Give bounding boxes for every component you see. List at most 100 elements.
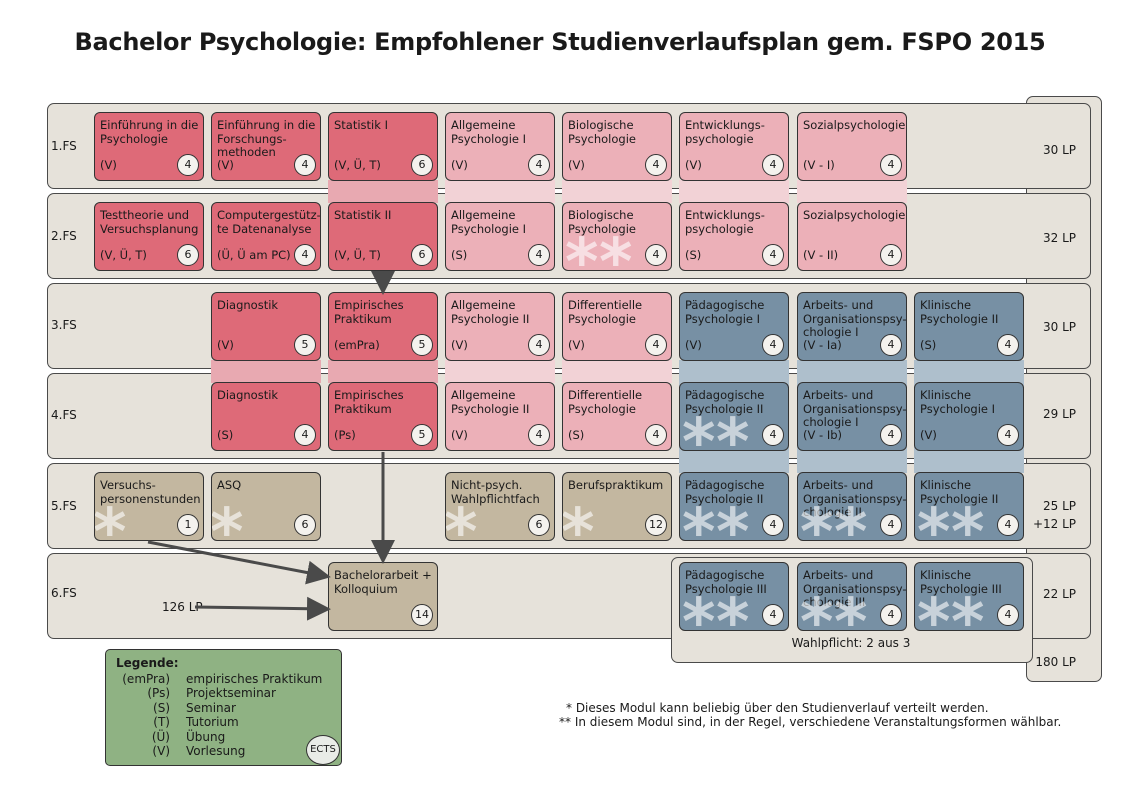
module-format: (S) [685, 248, 702, 262]
module-title: Differentielle Psychologie [568, 298, 643, 326]
ects-badge: 4 [880, 424, 902, 446]
module-title: Arbeits- und Organisationspsy- chologie … [803, 478, 907, 519]
ects-badge: 6 [528, 514, 550, 536]
module-title: Klinische Psychologie III [920, 568, 1002, 596]
ects-badge: 4 [762, 604, 784, 626]
semester-lp-1: 30 LP [1042, 143, 1076, 157]
module-title: Arbeits- und Organisationspsy- chologie … [803, 388, 907, 429]
ects-badge: 6 [294, 514, 316, 536]
module-format: (Ü, Ü am PC) [217, 248, 291, 262]
module-format: (V - II) [803, 248, 839, 262]
ects-badge: 4 [645, 334, 667, 356]
module-title: Sozialpsychologie [803, 118, 906, 132]
module-title: Bachelorarbeit + Kolloquium [334, 568, 432, 596]
module-title: Pädagogische Psychologie II [685, 478, 765, 506]
module-format: (V) [920, 428, 937, 442]
module-format: (V) [451, 158, 468, 172]
ects-badge: 4 [997, 424, 1019, 446]
semester-label-5: 5.FS [51, 499, 77, 513]
ects-badge: 4 [294, 424, 316, 446]
ects-badge: 4 [880, 244, 902, 266]
semester-lp-4: 29 LP [1042, 407, 1076, 421]
module-format: (V - Ib) [803, 428, 842, 442]
input-lp-label: 126 LP [162, 600, 203, 614]
module-title: Klinische Psychologie I [920, 388, 996, 416]
ects-badge: 5 [411, 424, 433, 446]
module-card: Testtheorie und Versuchsplanung (V, Ü, T… [94, 202, 204, 271]
module-title: Versuchs- personenstunden [100, 478, 201, 506]
module-title: Biologische Psychologie [568, 208, 636, 236]
arrow-lp-to-bachelorarbeit [194, 596, 331, 621]
semester-lp-6: 22 LP [1042, 587, 1076, 601]
semester-label-1: 1.FS [51, 139, 77, 153]
ects-badge: 5 [411, 334, 433, 356]
ects-badge: 4 [528, 334, 550, 356]
module-format: (V) [217, 338, 234, 352]
footnote-double-asterisk: ** In diesem Modul sind, in der Regel, v… [559, 715, 1062, 729]
module-title: Pädagogische Psychologie I [685, 298, 765, 326]
arrow-vpstunden-to-bachelorarbeit [147, 540, 331, 585]
module-card: Diagnostik (V) 5 [211, 292, 321, 361]
module-title: Statistik I [334, 118, 388, 132]
module-format: (S) [920, 338, 937, 352]
ects-badge: 6 [411, 244, 433, 266]
module-title: Klinische Psychologie II [920, 478, 999, 506]
module-card: Sozialpsychologie (V - II) 4 [797, 202, 907, 271]
module-card: Entwicklungs- psychologie (V) 4 [679, 112, 789, 181]
module-format: (V, Ü, T) [334, 248, 381, 262]
ects-legend-badge: ECTS [306, 735, 340, 765]
module-card: Statistik I (V, Ü, T) 6 [328, 112, 438, 181]
module-format: (V) [451, 428, 468, 442]
ects-badge: 12 [645, 514, 667, 536]
module-card: Computergestütz- te Datenanalyse (Ü, Ü a… [211, 202, 321, 271]
module-title: Allgemeine Psychologie I [451, 118, 527, 146]
module-title: Berufspraktikum [568, 478, 664, 492]
module-format: (Ps) [334, 428, 356, 442]
legend-abbr: (emPra) [122, 672, 170, 686]
ects-badge: 4 [762, 154, 784, 176]
semester-lp-5: 25 LP [1042, 499, 1076, 513]
connector [562, 360, 672, 383]
ects-badge: 1 [177, 514, 199, 536]
module-card: Empirisches Praktikum (Ps) 5 [328, 382, 438, 451]
module-format: (S) [451, 248, 468, 262]
ects-badge: 5 [294, 334, 316, 356]
module-title: Diagnostik [217, 388, 279, 402]
page-title: Bachelor Psychologie: Empfohlener Studie… [74, 28, 1046, 56]
ects-badge: 4 [528, 244, 550, 266]
ects-badge: 4 [528, 154, 550, 176]
ects-badge: 6 [411, 154, 433, 176]
legend-desc: Seminar [186, 701, 236, 715]
semester-lp-5-extra: +12 LP [1032, 517, 1076, 531]
module-card: Empirisches Praktikum (emPra) 5 [328, 292, 438, 361]
ects-badge: 4 [294, 244, 316, 266]
ects-badge: 4 [645, 424, 667, 446]
module-format: (V) [568, 158, 585, 172]
legend-abbr: (S) [153, 701, 170, 715]
module-format: (V, Ü, T) [100, 248, 147, 262]
module-card-bachelorarbeit: Bachelorarbeit + Kolloquium 14 [328, 562, 438, 631]
module-title: Arbeits- und Organisationspsy- chologie … [803, 568, 907, 609]
connector [562, 180, 672, 203]
module-card: Allgemeine Psychologie II (V) 4 [445, 382, 555, 451]
ects-badge: 6 [177, 244, 199, 266]
ects-badge: 4 [294, 154, 316, 176]
legend-abbr: (Ü) [151, 730, 170, 744]
semester-label-6: 6.FS [51, 586, 77, 600]
connector [211, 360, 321, 383]
module-card: Arbeits- und Organisationspsy- chologie … [797, 292, 907, 361]
ects-badge: 4 [997, 514, 1019, 536]
semester-label-3: 3.FS [51, 318, 77, 332]
ects-badge: 4 [997, 604, 1019, 626]
module-title: Einführung in die Psychologie [100, 118, 199, 146]
ects-badge: 14 [411, 604, 433, 626]
module-card: Entwicklungs- psychologie (S) 4 [679, 202, 789, 271]
module-card: Pädagogische Psychologie I (V) 4 [679, 292, 789, 361]
ects-badge: 4 [880, 334, 902, 356]
ects-badge: 4 [880, 514, 902, 536]
module-card: Differentielle Psychologie (V) 4 [562, 292, 672, 361]
semester-label-4: 4.FS [51, 408, 77, 422]
total-lp: 180 LP [1035, 655, 1076, 669]
legend-abbr: (T) [153, 715, 170, 729]
